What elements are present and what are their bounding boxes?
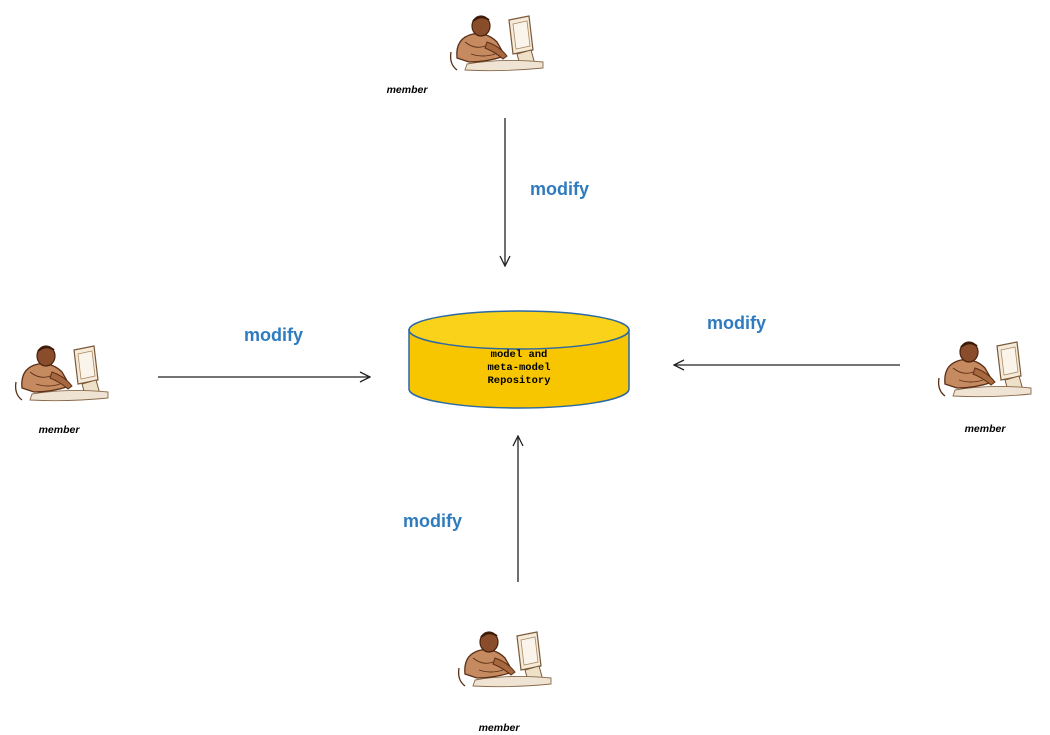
member-left-caption: member (39, 424, 81, 436)
repository-label-line-1: model and (491, 349, 548, 361)
arrow-bottom-label: modify (403, 511, 462, 531)
repository-label-line-2: meta-model (487, 362, 550, 374)
arrow-top-label: modify (530, 179, 589, 199)
arrow-right: modify (674, 313, 900, 365)
repository-body (408, 329, 630, 409)
arrow-top: modify (505, 118, 589, 266)
member-top-caption: member (387, 84, 429, 96)
person-at-computer-icon (14, 345, 110, 402)
arrow-bottom: modify (403, 436, 518, 582)
arrow-left-label: modify (244, 325, 303, 345)
person-at-computer-icon (457, 631, 552, 688)
member-right: member (937, 341, 1032, 435)
repository-cylinder: model and meta-model Repository (408, 310, 630, 409)
member-bottom: member (457, 631, 552, 734)
repository-top (408, 310, 630, 350)
member-top: member (387, 15, 544, 96)
repository-label-line-3: Repository (487, 375, 551, 387)
arrow-left: modify (158, 325, 370, 377)
arrow-right-label: modify (707, 313, 766, 333)
member-bottom-caption: member (479, 722, 521, 734)
person-at-computer-icon (937, 341, 1032, 398)
member-right-caption: member (965, 423, 1007, 435)
member-left: member (14, 345, 110, 436)
person-at-computer-icon (449, 15, 544, 72)
